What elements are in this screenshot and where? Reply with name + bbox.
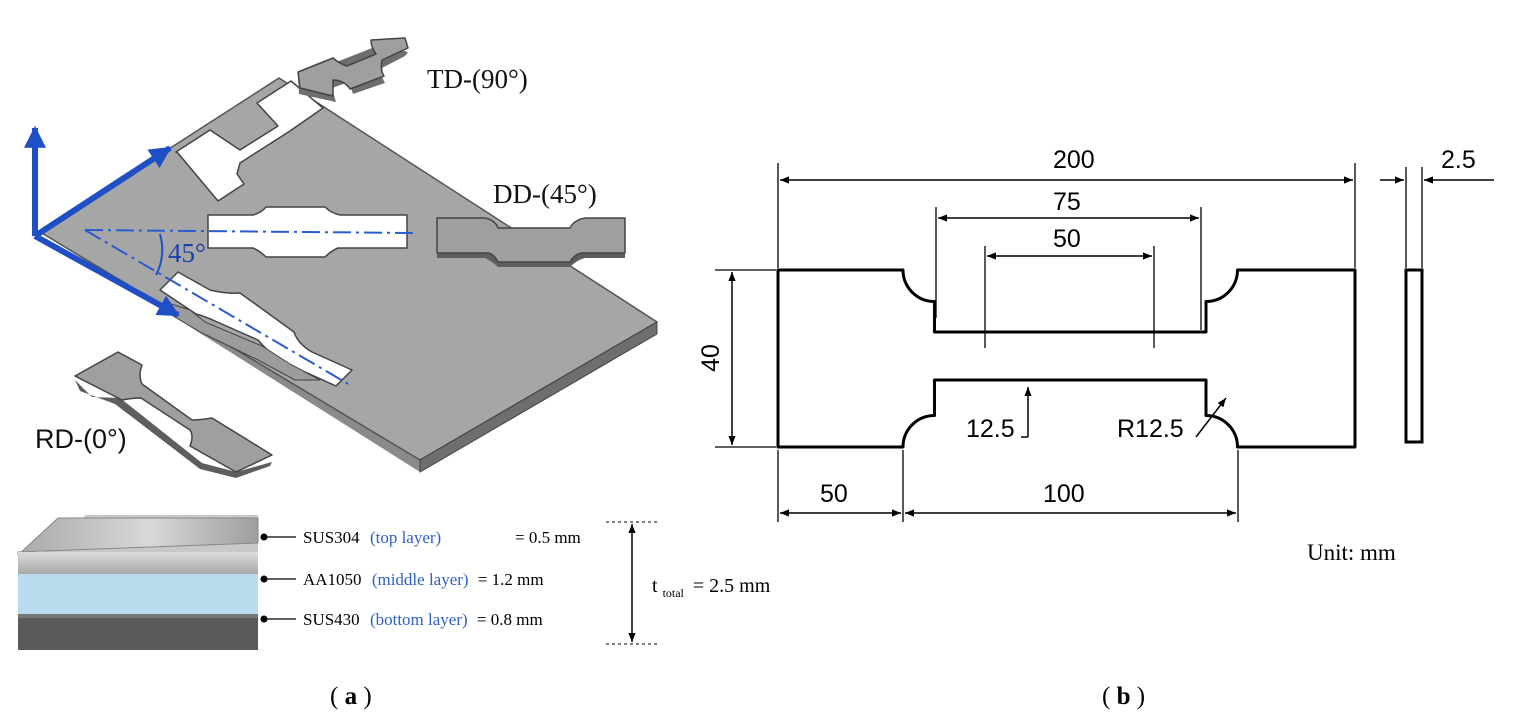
dim-gauge-length: 50 (1053, 225, 1081, 253)
layer-row-top: SUS304 (top layer) = 0.5 mm (303, 528, 581, 547)
layer-material: SUS304 (303, 528, 360, 547)
layer-thickness: = 1.2 mm (478, 570, 544, 589)
dim-fillet-radius-r: R12.5 (1117, 415, 1184, 443)
bottom-layer (18, 614, 258, 650)
layer-material: AA1050 (303, 570, 362, 589)
layer-leaders (260, 533, 296, 623)
panel-letter: b (1117, 683, 1131, 710)
panel-a-label: ( a ) (330, 683, 372, 710)
panel-b-label: ( b ) (1102, 683, 1145, 710)
top-layer (18, 552, 258, 574)
layered-block (17, 515, 259, 650)
angle-label: 45° (168, 238, 206, 268)
td-specimen (297, 37, 409, 102)
dogbone-outline (776, 268, 1357, 449)
paren-open: ( (1102, 683, 1110, 710)
td-label: TD-(90°) (427, 64, 528, 94)
total-subscript: total (663, 586, 685, 600)
unit-label: Unit: mm (1307, 540, 1396, 565)
rd-label: RD-(0°) (35, 424, 127, 454)
dd-specimen (436, 217, 626, 267)
dim-overall-length: 200 (1053, 146, 1095, 174)
total-value: = 2.5 mm (693, 575, 771, 597)
thickness-side-view (1404, 268, 1424, 444)
dd-axis-line (84, 229, 415, 234)
layer-row-bottom: SUS430 (bottom layer) = 0.8 mm (303, 610, 543, 629)
panel-a: 45° TD-(90°) DD-(45°) RD-(0°) (17, 37, 771, 710)
dim-fillet-radius: 12.5 (966, 415, 1015, 443)
rd-specimen (74, 351, 273, 478)
total-thickness-bracket (606, 521, 660, 645)
td-cutout (175, 80, 324, 202)
dd-label: DD-(45°) (493, 179, 597, 209)
extension-lines (715, 163, 1423, 522)
layer-thickness: = 0.8 mm (477, 610, 543, 629)
paren-open: ( (330, 683, 338, 710)
rd-axis-line (84, 229, 351, 386)
layer-position: (middle layer) (372, 570, 469, 589)
total-symbol: t (652, 575, 658, 597)
rd-cutout-remnant (164, 301, 321, 381)
dim-width: 40 (697, 344, 725, 372)
layer-row-middle: AA1050 (middle layer) = 1.2 mm (303, 570, 544, 589)
panel-letter: a (345, 683, 358, 710)
dim-distance-between-grips: 100 (1043, 480, 1085, 508)
dim-reduced-section: 75 (1053, 188, 1081, 216)
dimension-lines (728, 176, 1494, 517)
paren-close: ) (1137, 683, 1145, 710)
panel-b: 200 75 50 2.5 40 12.5 R12.5 50 100 Unit:… (697, 146, 1494, 710)
layer-position: (bottom layer) (370, 610, 468, 629)
layer-material: SUS430 (303, 610, 360, 629)
dim-thickness: 2.5 (1441, 146, 1476, 174)
layer-thickness: = 0.5 mm (515, 528, 581, 547)
total-thickness: t total = 2.5 mm (652, 575, 771, 602)
layer-position: (top layer) (370, 528, 441, 547)
middle-layer (18, 574, 258, 614)
coordinate-axes (24, 125, 180, 318)
dim-grip-length: 50 (820, 480, 848, 508)
paren-close: ) (363, 683, 371, 710)
angle-arc (155, 233, 164, 276)
